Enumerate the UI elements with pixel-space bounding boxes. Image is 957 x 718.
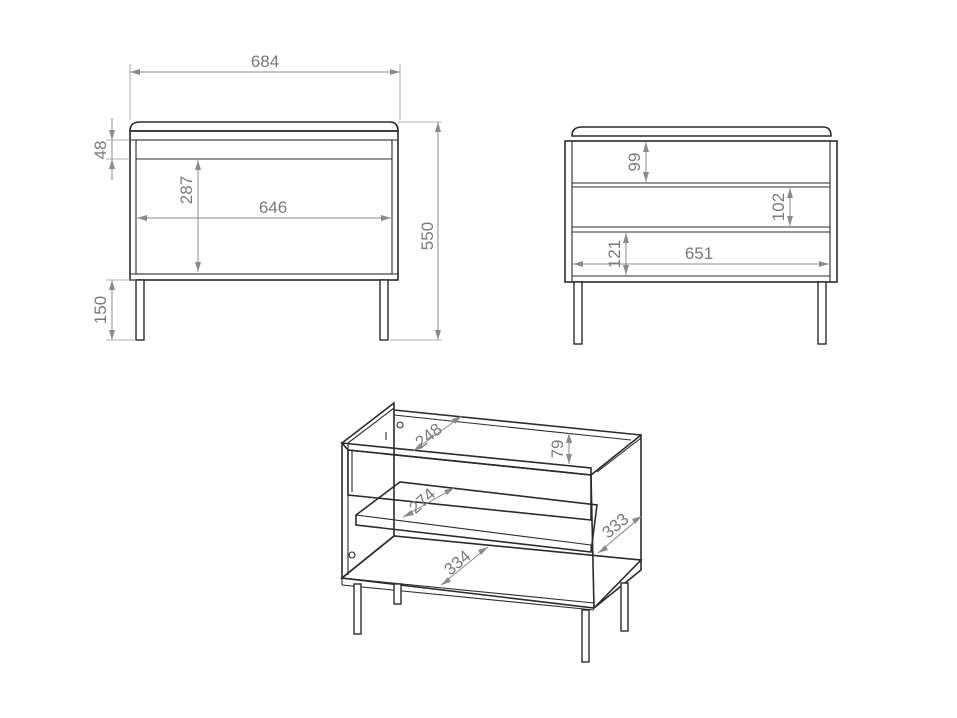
dim-upper-gap: 99 <box>625 153 644 172</box>
front-leg-left <box>135 279 145 341</box>
dim-overall-width: 684 <box>251 52 279 71</box>
dim-top-height: 48 <box>91 141 110 160</box>
iso-leg-front-right <box>581 609 590 663</box>
iso-middle-shelf <box>355 481 598 553</box>
seat-cushion <box>129 121 399 132</box>
cabinet-body-2 <box>564 140 838 283</box>
dim-inner-height: 287 <box>177 176 196 204</box>
iso-hole-bottom <box>348 551 356 559</box>
dim-inner-width-2: 651 <box>685 244 713 263</box>
front-view: 684 48 287 646 550 150 <box>91 52 442 341</box>
seat-cushion-2 <box>571 126 832 137</box>
iso-bottom <box>340 535 643 609</box>
cabinet-body <box>129 130 399 281</box>
dim-side-depth: 333 <box>598 509 632 542</box>
dim-shelf-gap: 102 <box>769 193 788 221</box>
section-view: 99 102 121 651 <box>564 126 838 345</box>
iso-apron <box>347 449 592 521</box>
front-leg-right <box>379 279 389 341</box>
iso-left-panel <box>341 401 395 580</box>
section-leg-left <box>573 281 583 345</box>
dim-bottom-gap: 121 <box>605 240 624 268</box>
iso-leg-front-left <box>353 583 362 635</box>
dim-bottom-depth: 334 <box>440 546 474 579</box>
dim-top-height-iso: 79 <box>548 440 567 459</box>
iso-hole-top <box>396 421 404 429</box>
iso-leg-back-left <box>393 583 402 605</box>
dim-inner-width: 646 <box>259 198 287 217</box>
isometric-view: 248 79 274 333 334 <box>340 401 643 663</box>
dim-total-height: 550 <box>418 222 437 250</box>
section-leg-right <box>817 281 827 345</box>
iso-leg-back-right <box>620 582 629 632</box>
iso-right-panel <box>590 433 642 610</box>
dim-leg-height: 150 <box>91 296 110 324</box>
